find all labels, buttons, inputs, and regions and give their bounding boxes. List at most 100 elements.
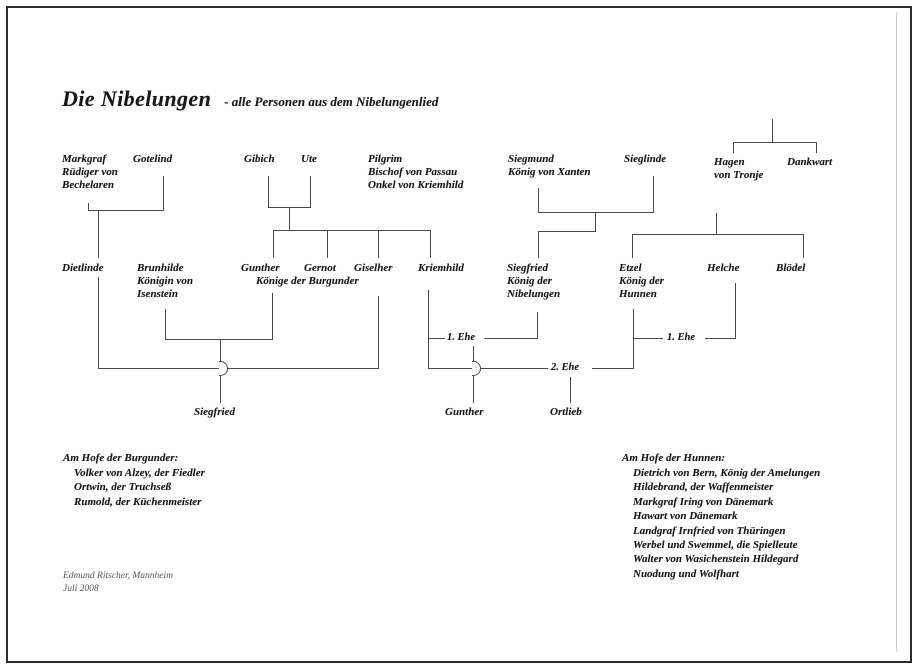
relationship-line [772,119,773,143]
relationship-line [633,338,663,339]
relationship-line [595,212,596,232]
relationship-line [378,230,379,258]
relationship-line [220,339,221,362]
credit-line-1: Edmund Ritscher, Mannheim [63,571,174,581]
relationship-line [98,277,99,369]
person-label-line: Onkel von Kriemhild [368,179,464,191]
person-dankwart: Dankwart [787,156,832,169]
person-label-line: Isenstein [137,288,178,300]
relationship-line [733,142,817,143]
person-label-line: Dankwart [787,156,833,168]
relationship-line [537,312,538,339]
person-label-line: Gernot [304,262,336,274]
person-koenige-der-burgunder: Könige der Burgunder [256,275,359,288]
relationship-line [268,176,269,208]
relationship-line [165,339,273,340]
person-helche: Helche [707,262,739,275]
child-label-ortlieb: Ortlieb [550,406,582,418]
person-label-line: Sieglinde [624,153,667,165]
relationship-line [716,213,717,235]
person-label-line: Markgraf [62,153,107,165]
person-label-line: Kriemhild [418,262,464,274]
list-item: Dietrich von Bern, König der Amelungen [633,467,821,479]
court-of-huns-block: Am Hofe der Hunnen: Dietrich von Bern, K… [622,451,820,581]
relationship-line [88,210,164,211]
person-label-line: Siegmund [508,153,554,165]
relationship-line [816,142,817,153]
person-label-line: Helche [707,262,740,274]
person-label-line: Brunhilde [137,262,184,274]
list-item: Nuodung und Wolfhart [633,567,739,580]
person-label-line: Ute [301,153,317,165]
list-item: Volker von Alzey, der Fiedler [74,467,205,479]
court-of-burgundians-block: Am Hofe der Burgunder: Volker von Alzey,… [63,451,205,509]
relationship-line [430,230,431,258]
person-label-line: König der [619,275,664,287]
relationship-line [273,230,274,258]
relationship-line [632,234,633,258]
person-label-line: Königin von [137,275,193,287]
marriage-label-ehe1-etzel-helche: 1. Ehe [667,332,696,343]
person-kriemhild: Kriemhild [418,262,464,275]
relationship-line [98,368,379,369]
person-label-line: Nibelungen [507,288,561,300]
person-bloedel: Blödel [776,262,805,275]
person-label-line: Könige der Burgunder [256,275,359,287]
relationship-line [98,210,99,258]
relationship-line [165,309,166,340]
relationship-line [705,338,736,339]
court-heading: Am Hofe der Hunnen: [622,452,725,464]
marriage-label-ehe2-kriemhild-etzel: 2. Ehe [551,362,580,373]
relationship-line [733,142,734,153]
person-label-line: Dietlinde [62,262,104,274]
person-label-line: Bischof von Passau [368,166,458,178]
person-gunther: Gunther [241,262,280,275]
relationship-line [633,309,634,369]
person-label-line: Giselher [354,262,393,274]
relationship-line [653,176,654,213]
relationship-line [163,176,164,210]
person-label-line: Etzel [619,262,642,274]
person-label-line: Blödel [776,262,806,274]
person-label-line: Rüdiger von [62,166,118,178]
relationship-line [570,377,571,403]
relationship-line [735,283,736,339]
relationship-line [289,207,290,231]
marriage-label-ehe1-kriemhild-siegfried: 1. Ehe [447,332,476,343]
person-ute: Ute [301,153,317,166]
list-item: Landgraf Irnfried von Thüringen [633,524,786,537]
relationship-line [484,338,531,339]
relationship-line [273,230,431,231]
relationship-line [327,230,328,258]
relationship-line [473,373,474,403]
list-item: Walter von Wasichenstein Hildegard [633,553,799,566]
person-gibich: Gibich [244,153,275,166]
person-label-line: König von Xanten [508,166,591,178]
relationship-line [538,231,539,258]
person-dietlinde: Dietlinde [62,262,104,275]
relationship-line [428,338,445,339]
person-label-line: Bechelaren [62,179,114,191]
person-gotelind: Gotelind [133,153,172,166]
relationship-line [592,368,634,369]
relationship-line [220,373,221,403]
list-item: Ortwin, der Truchseß [74,481,172,494]
credit-line-2: Juli 2008 [63,583,99,594]
title-block: Die Nibelungen - alle Personen aus dem N… [62,86,438,112]
person-giselher: Giselher [354,262,393,275]
person-label-line: Gibich [244,153,275,165]
child-label-siegfried-jr: Siegfried [194,406,235,418]
relationship-line [310,176,311,208]
person-label-line: Siegfried [507,262,548,274]
relationship-line [428,290,429,369]
relationship-line [428,368,548,369]
page-title: Die Nibelungen [62,86,212,111]
page-edge-shadow [896,12,897,652]
